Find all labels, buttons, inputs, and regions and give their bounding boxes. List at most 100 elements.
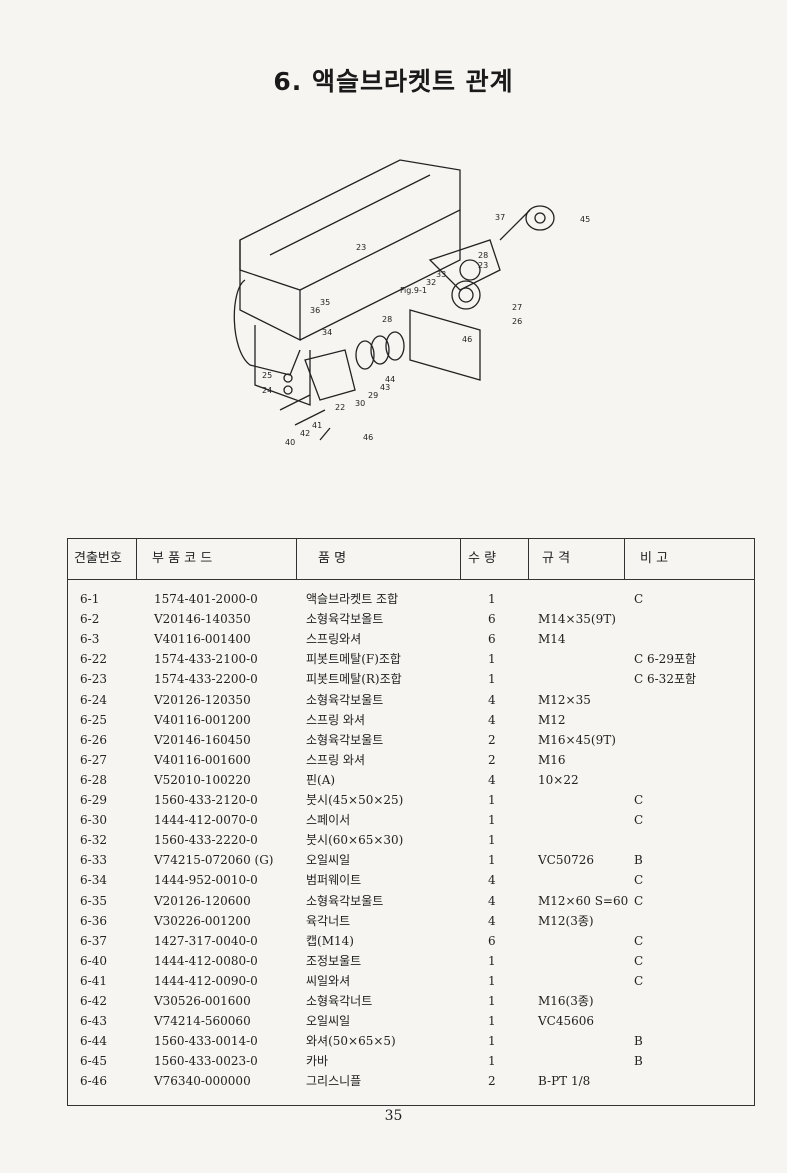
cell-no: 6-30: [80, 813, 107, 828]
svg-text:40: 40: [285, 438, 295, 447]
cell-code: 1444-412-0090-0: [154, 973, 258, 988]
table-header: 견출번호 부 품 코 드 품 명 수 량 규 격 비 고: [68, 539, 754, 580]
header-name: 품 명: [318, 551, 347, 566]
svg-text:23: 23: [356, 243, 366, 252]
cell-spec: M12×60 S=60: [538, 893, 629, 908]
cell-name: 피봇트메탈(F)조합: [306, 652, 401, 667]
cell-name: 오일씨일: [306, 853, 351, 868]
cell-code: 1444-412-0070-0: [154, 813, 258, 828]
cell-qty: 1: [488, 994, 496, 1008]
cell-qty: 1: [488, 1034, 496, 1049]
cell-name: 범퍼웨이트: [306, 873, 362, 888]
svg-text:23: 23: [478, 261, 488, 270]
cell-note: B: [634, 1034, 643, 1049]
cell-code: V30526-001600: [154, 994, 251, 1008]
cell-code: 1560-433-0023-0: [154, 1054, 258, 1069]
svg-text:34: 34: [322, 328, 332, 337]
cell-code: V40116-001600: [154, 752, 251, 767]
table-row: 6-42 V30526-001600 소형육각너트 1 M16(3종): [68, 991, 754, 1011]
cell-code: V40116-001400: [154, 632, 251, 647]
svg-text:43: 43: [380, 383, 390, 392]
cell-code: 1560-433-0014-0: [154, 1034, 258, 1049]
cell-name: 스프링 와셔: [306, 712, 366, 727]
cell-note: C: [634, 973, 644, 988]
cell-qty: 4: [488, 692, 496, 707]
cell-no: 6-36: [80, 913, 107, 928]
cell-spec: M16: [538, 752, 566, 767]
cell-no: 6-24: [80, 692, 107, 707]
cell-note: C: [634, 873, 644, 888]
cell-no: 6-37: [80, 933, 107, 948]
cell-code: 1560-433-2120-0: [154, 793, 258, 807]
svg-text:27: 27: [512, 303, 522, 312]
cell-no: 6-46: [80, 1074, 107, 1089]
cell-no: 6-40: [80, 953, 107, 968]
cell-code: V76340-000000: [154, 1074, 251, 1089]
cell-name: 액슬브라켓트 조합: [306, 592, 399, 606]
cell-spec: M16(3종): [538, 994, 594, 1008]
cell-qty: 2: [488, 732, 496, 747]
cell-qty: 1: [488, 652, 496, 667]
cell-no: 6-35: [80, 893, 107, 908]
cell-name: 오일씨일: [306, 1014, 351, 1029]
cell-note: C: [634, 953, 644, 968]
cell-code: V20146-140350: [154, 612, 251, 627]
cell-qty: 1: [488, 853, 496, 868]
cell-name: 캡(M14): [306, 933, 354, 948]
svg-text:37: 37: [495, 213, 505, 222]
cell-qty: 1: [488, 672, 496, 687]
svg-text:41: 41: [312, 421, 322, 430]
cell-code: 1444-952-0010-0: [154, 873, 258, 888]
cell-code: V20146-160450: [154, 732, 251, 747]
cell-qty: 4: [488, 873, 496, 888]
cell-code: V52010-100220: [154, 772, 251, 787]
cell-qty: 1: [488, 813, 496, 828]
cell-spec: VC50726: [538, 853, 595, 868]
cell-no: 6-42: [80, 994, 107, 1008]
cell-code: 1427-317-0040-0: [154, 933, 258, 948]
cell-qty: 6: [488, 632, 496, 647]
header-qty: 수 량: [468, 551, 497, 566]
cell-qty: 4: [488, 772, 496, 787]
cell-note: C: [634, 813, 644, 828]
cell-no: 6-26: [80, 732, 107, 747]
cell-no: 6-3: [80, 632, 100, 647]
cell-qty: 1: [488, 793, 496, 807]
cell-name: 소형육각보울트: [306, 692, 384, 707]
header-code: 부 품 코 드: [152, 551, 213, 566]
cell-no: 6-2: [80, 612, 100, 627]
cell-name: 붓시(60×65×30): [306, 833, 404, 848]
svg-text:24: 24: [262, 386, 272, 395]
cell-code: V20126-120350: [154, 692, 251, 707]
header-no: 견출번호: [74, 551, 122, 566]
svg-text:42: 42: [300, 429, 310, 438]
cell-code: 1574-433-2200-0: [154, 672, 258, 687]
cell-qty: 6: [488, 612, 496, 627]
cell-qty: 1: [488, 1014, 496, 1029]
cell-note: C: [634, 933, 644, 948]
cell-name: 피봇트메탈(R)조합: [306, 672, 402, 687]
cell-name: 소형육각너트: [306, 994, 373, 1008]
cell-spec: VC45606: [538, 1014, 595, 1029]
svg-text:46: 46: [462, 335, 472, 344]
cell-qty: 1: [488, 592, 496, 606]
